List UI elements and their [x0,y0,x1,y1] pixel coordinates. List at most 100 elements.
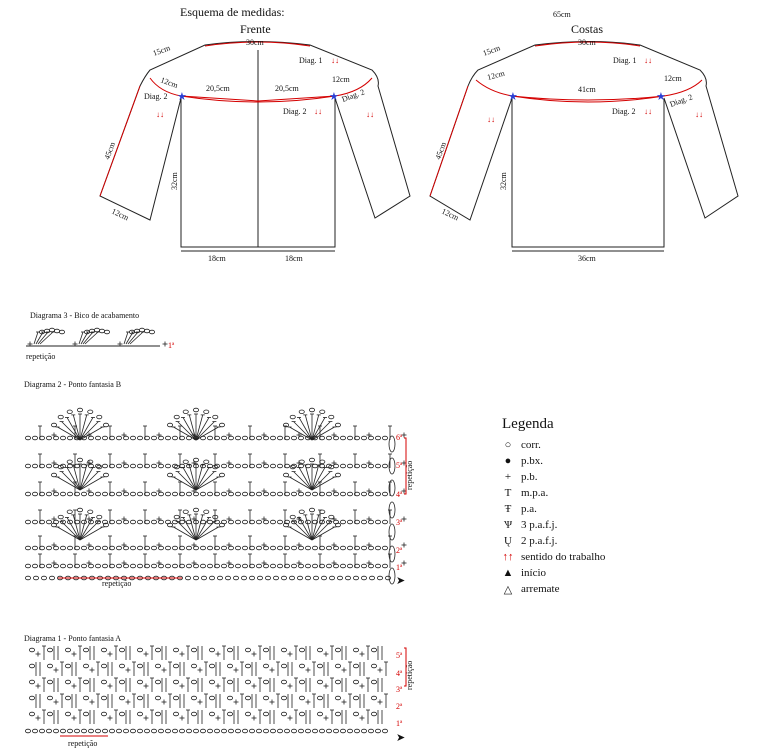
chain-stitch [178,728,185,734]
chain-stitch [24,728,31,734]
back-chest-label: 41cm [578,85,597,94]
double-crochet-stitch [66,517,81,541]
dc-cluster-stitch [269,710,275,724]
chain-stitch [289,514,296,520]
chain-stitch [316,711,323,717]
chain-stitch [220,491,227,497]
chain-stitch [339,545,346,551]
double-crochet-stitch [195,426,219,441]
chain-stitch [109,463,116,469]
chain-stitch [39,728,46,734]
chain-stitch [262,545,269,551]
legend-label: corr. [521,439,541,451]
chain-stitch [154,695,161,701]
chain-stitch [353,491,360,497]
diagram2-title: Diagrama 2 - Ponto fantasia B [24,380,121,389]
chain-stitch [318,463,325,469]
front-outline [99,41,411,248]
double-crochet-stitch [304,414,313,441]
chain-stitch [47,647,54,653]
chain-stitch [290,519,297,525]
chain-stitch [269,545,276,551]
chain-stitch [334,422,341,428]
chain-stitch [283,435,290,441]
diagram3-title: Diagrama 3 - Bico de acabamento [30,311,139,320]
chain-stitch [109,563,116,569]
chain-stitch [172,663,179,669]
chain-stitch [88,435,95,441]
chain-stitch [213,491,220,497]
chain-stitch [143,563,150,569]
dc-cluster-stitch [323,694,329,708]
chain-stitch [318,435,325,441]
double-crochet-stitch [79,476,103,491]
dc-cluster-stitch [107,662,113,676]
chain-stitch [316,679,323,685]
chain-stitch [190,663,197,669]
chain-stitch [95,728,102,734]
chain-stitch [334,647,341,653]
chain-stitch [234,545,241,551]
diagram2-row-label: 3ª [396,518,403,527]
chain-stitch [138,327,145,333]
double-crochet-stitch [311,467,326,491]
chain-stitch [67,519,74,525]
chain-stitch [173,414,180,420]
turning-chain [388,479,396,497]
chain-stitch [289,464,296,470]
chain-stitch [24,563,31,569]
dc-cluster-stitch [161,646,167,660]
chain-stitch [312,575,319,581]
chain-stitch [101,695,108,701]
front-diag2-right-arrows: ↓↓ [366,110,374,119]
double-crochet-stitch [79,421,99,441]
dc-cluster-stitch [269,646,275,660]
chain-stitch [367,728,374,734]
diagram3-row-label: 1ª [168,341,175,350]
chain-stitch [381,463,388,469]
chain-stitch [46,463,53,469]
chain-stitch [167,422,174,428]
front-title: Frente [240,22,271,36]
chain-stitch [208,711,215,717]
double-crochet-stitch [182,467,197,491]
chain-stitch [318,519,325,525]
chain-stitch [367,545,374,551]
chain-stitch [262,519,269,525]
chain-stitch [381,435,388,441]
chain-stitch [334,679,341,685]
double-crochet-stitch [195,417,210,441]
chain-stitch [360,575,367,581]
chain-stitch [74,545,81,551]
dc-cluster-stitch [305,678,311,692]
chain-stitch [46,563,53,569]
chain-stitch [276,545,283,551]
chain-stitch [143,545,150,551]
chain-stitch [99,328,106,334]
chain-stitch [288,575,295,581]
chain-stitch [65,647,72,653]
dc-cluster-stitch [179,662,185,676]
chain-stitch [185,491,192,497]
chain-stitch [339,435,346,441]
chain-stitch [283,522,290,528]
chain-stitch [67,435,74,441]
chain-stitch [325,563,332,569]
chain-stitch [367,519,374,525]
chain-stitch [81,563,88,569]
chain-stitch [203,459,210,465]
chain-stitch [297,545,304,551]
chain-stitch [332,728,339,734]
dc-cluster-stitch [305,710,311,724]
chain-stitch [199,491,206,497]
chain-stitch [88,563,95,569]
chain-stitch [297,563,304,569]
chain-stitch [255,563,262,569]
schema-title: Esquema de medidas: [180,5,285,19]
diagram1-stitches [24,645,388,734]
chain-stitch [384,575,391,581]
back-yoke-right-label: 12cm [664,74,683,83]
double-crochet-stitch [57,526,81,541]
dc-cluster-stitch [197,678,203,692]
chain-stitch [164,491,171,497]
